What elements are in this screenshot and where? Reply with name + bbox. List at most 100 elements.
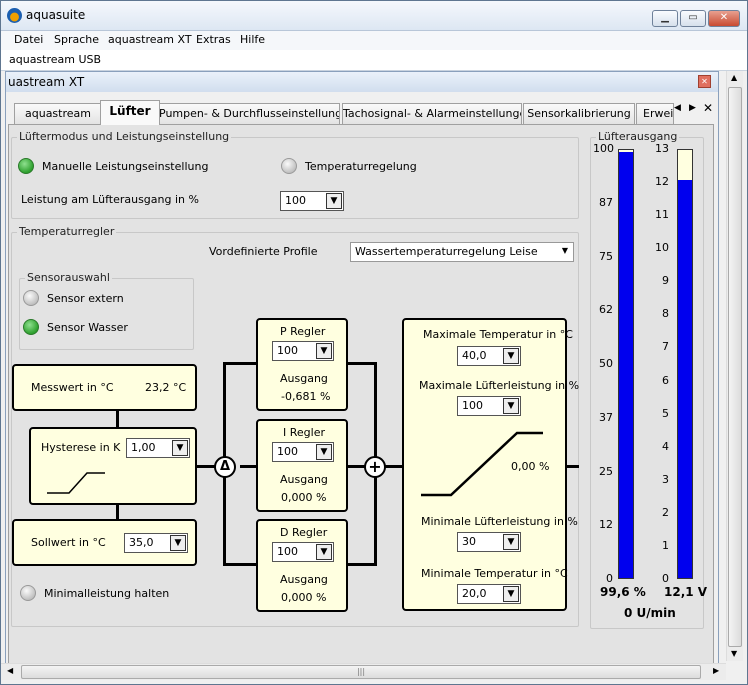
horizontal-scrollbar[interactable]: ◀ ||| ▶ bbox=[1, 663, 726, 680]
chevron-down-icon[interactable]: ▼ bbox=[170, 535, 186, 551]
d-regler-select[interactable]: 100▼ bbox=[272, 542, 334, 562]
chevron-down-icon[interactable]: ▼ bbox=[316, 544, 332, 560]
close-button[interactable]: ✕ bbox=[708, 10, 740, 27]
vertical-scrollbar[interactable]: ▲ ▼ bbox=[726, 71, 743, 661]
chevron-down-icon[interactable]: ▼ bbox=[316, 343, 332, 359]
hysterese-label: Hysterese in K bbox=[41, 441, 121, 454]
hysterese-select[interactable]: 1,00▼ bbox=[126, 438, 190, 458]
chevron-down-icon[interactable]: ▼ bbox=[503, 348, 519, 364]
sensor-wasser-radio[interactable] bbox=[23, 319, 39, 335]
tab-sensorkalibrierung[interactable]: Sensorkalibrierung bbox=[523, 103, 635, 124]
p-regler-select[interactable]: 100▼ bbox=[272, 341, 334, 361]
manual-label[interactable]: Manuelle Leistungseinstellung bbox=[42, 160, 209, 173]
minimize-button[interactable]: ▁ bbox=[652, 10, 678, 27]
power-label: Leistung am Lüfterausgang in % bbox=[21, 193, 199, 206]
temp-controller-label: Temperaturregler bbox=[17, 225, 117, 238]
chevron-down-icon[interactable]: ▼ bbox=[503, 398, 519, 414]
connector-line bbox=[116, 505, 119, 521]
sensor-group: Sensorauswahl Sensor extern Sensor Wasse… bbox=[19, 271, 194, 350]
temp-label[interactable]: Temperaturregelung bbox=[305, 160, 417, 173]
tab-pumpen[interactable]: Pumpen- & Durchflusseinstellungen bbox=[158, 103, 340, 124]
voltage-tick: 8 bbox=[662, 307, 669, 321]
connector-line bbox=[346, 563, 377, 566]
voltage-tick: 11 bbox=[655, 208, 669, 222]
voltage-tick: 0 bbox=[662, 572, 669, 585]
chevron-down-icon[interactable]: ▼ bbox=[503, 534, 519, 550]
tab-scroll-right-icon[interactable]: ▶ bbox=[689, 103, 696, 113]
scroll-thumb-h[interactable]: ||| bbox=[21, 665, 701, 679]
tab-tachosignal[interactable]: Tachosignal- & Alarmeinstellungen bbox=[342, 103, 522, 124]
tab-aquastream[interactable]: aquastream bbox=[14, 103, 102, 124]
voltage-tick: 10 bbox=[655, 241, 669, 255]
percent-tick: 25 bbox=[599, 464, 613, 478]
menu-bar: Datei Sprache aquastream XT Extras Hilfe bbox=[1, 31, 747, 50]
tab-luefter[interactable]: Lüfter bbox=[100, 100, 160, 125]
sensor-extern-label[interactable]: Sensor extern bbox=[47, 292, 124, 305]
min-fan-label: Minimale Lüfterleistung in % bbox=[421, 515, 578, 528]
messwert-value: 23,2 °C bbox=[145, 381, 187, 394]
chevron-down-icon[interactable]: ▼ bbox=[316, 444, 332, 460]
menu-datei[interactable]: Datei bbox=[14, 33, 44, 46]
p-regler-box: P Regler 100▼ Ausgang -0,681 % bbox=[256, 318, 348, 411]
voltage-tick: 6 bbox=[662, 373, 669, 387]
temp-radio[interactable] bbox=[281, 158, 297, 174]
app-logo-icon bbox=[7, 8, 22, 23]
connector-line bbox=[374, 465, 404, 468]
percent-value: 99,6 % bbox=[600, 585, 646, 599]
hysterese-box: Hysterese in K 1,00▼ bbox=[29, 427, 197, 505]
scroll-up-icon[interactable]: ▲ bbox=[731, 73, 738, 82]
percent-tick: 37 bbox=[599, 410, 613, 424]
menu-aquastream-xt[interactable]: aquastream XT bbox=[108, 33, 192, 46]
menu-extras[interactable]: Extras bbox=[196, 33, 231, 46]
connector-line bbox=[346, 362, 377, 365]
minimalleistung-checkbox[interactable] bbox=[20, 585, 36, 601]
menu-sprache[interactable]: Sprache bbox=[54, 33, 100, 46]
d-out-label: Ausgang bbox=[280, 573, 328, 586]
scroll-right-icon[interactable]: ▶ bbox=[713, 666, 720, 675]
power-select[interactable]: 100▼ bbox=[280, 191, 344, 211]
percent-bar bbox=[618, 149, 634, 579]
device-window-close-icon[interactable]: ✕ bbox=[698, 75, 711, 88]
scroll-down-icon[interactable]: ▼ bbox=[731, 649, 738, 658]
sollwert-select[interactable]: 35,0▼ bbox=[124, 533, 188, 553]
voltage-value: 12,1 V bbox=[664, 585, 708, 599]
chevron-down-icon[interactable]: ▼ bbox=[503, 586, 519, 602]
d-regler-box: D Regler 100▼ Ausgang 0,000 % bbox=[256, 519, 348, 612]
sum-node: + bbox=[364, 456, 386, 478]
d-out-value: 0,000 % bbox=[281, 591, 327, 604]
min-temp-select[interactable]: 20,0▼ bbox=[457, 584, 521, 604]
i-regler-select[interactable]: 100▼ bbox=[272, 442, 334, 462]
sensor-wasser-label[interactable]: Sensor Wasser bbox=[47, 321, 128, 334]
chevron-down-icon[interactable]: ▼ bbox=[326, 193, 342, 209]
minimalleistung-label[interactable]: Minimalleistung halten bbox=[44, 587, 170, 600]
max-fan-select[interactable]: 100▼ bbox=[457, 396, 521, 416]
maximize-button[interactable]: ▭ bbox=[680, 10, 706, 27]
max-temp-select[interactable]: 40,0▼ bbox=[457, 346, 521, 366]
tab-erweitert[interactable]: Erwei bbox=[636, 103, 674, 124]
chevron-down-icon[interactable]: ▼ bbox=[561, 246, 568, 255]
tab-close-icon[interactable]: ✕ bbox=[703, 101, 714, 115]
hysterese-curve-icon bbox=[47, 472, 105, 494]
sollwert-label: Sollwert in °C bbox=[31, 536, 106, 549]
rpm-value: 0 U/min bbox=[624, 606, 676, 620]
connector-line bbox=[565, 465, 579, 468]
manual-radio[interactable] bbox=[18, 158, 34, 174]
voltage-tick: 12 bbox=[655, 175, 669, 189]
messwert-label: Messwert in °C bbox=[31, 381, 114, 394]
p-regler-title: P Regler bbox=[280, 325, 326, 338]
scroll-left-icon[interactable]: ◀ bbox=[7, 666, 14, 675]
device-name[interactable]: aquastream USB bbox=[9, 53, 102, 66]
min-fan-select[interactable]: 30▼ bbox=[457, 532, 521, 552]
sensor-extern-radio[interactable] bbox=[23, 290, 39, 306]
tab-scroll-left-icon[interactable]: ◀ bbox=[674, 103, 681, 113]
voltage-tick: 5 bbox=[662, 406, 669, 420]
menu-hilfe[interactable]: Hilfe bbox=[240, 33, 266, 46]
output-group-label: Lüfterausgang bbox=[596, 130, 680, 143]
scroll-thumb[interactable] bbox=[728, 87, 742, 647]
percent-bar-fill bbox=[619, 151, 633, 578]
chevron-down-icon[interactable]: ▼ bbox=[172, 440, 188, 456]
connector-line bbox=[223, 362, 259, 365]
profile-select[interactable]: Wassertemperaturregelung Leise▼ bbox=[350, 242, 574, 262]
delta-node: Δ bbox=[214, 456, 236, 478]
